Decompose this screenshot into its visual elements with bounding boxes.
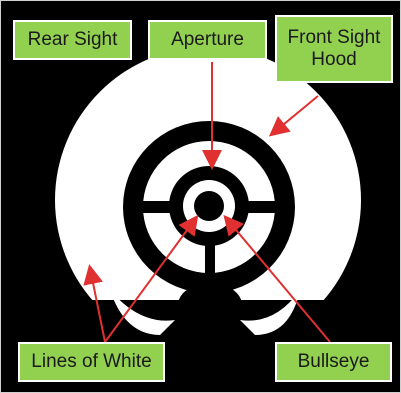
label-rear-sight: Rear Sight <box>13 20 132 60</box>
label-aperture: Aperture <box>148 20 267 60</box>
sight-post-base <box>178 283 242 327</box>
bullseye-dot <box>194 191 224 221</box>
label-bullseye: Bullseye <box>275 342 392 382</box>
label-front-sight-hood: Front Sight Hood <box>275 15 393 83</box>
label-lines-of-white: Lines of White <box>18 342 165 382</box>
